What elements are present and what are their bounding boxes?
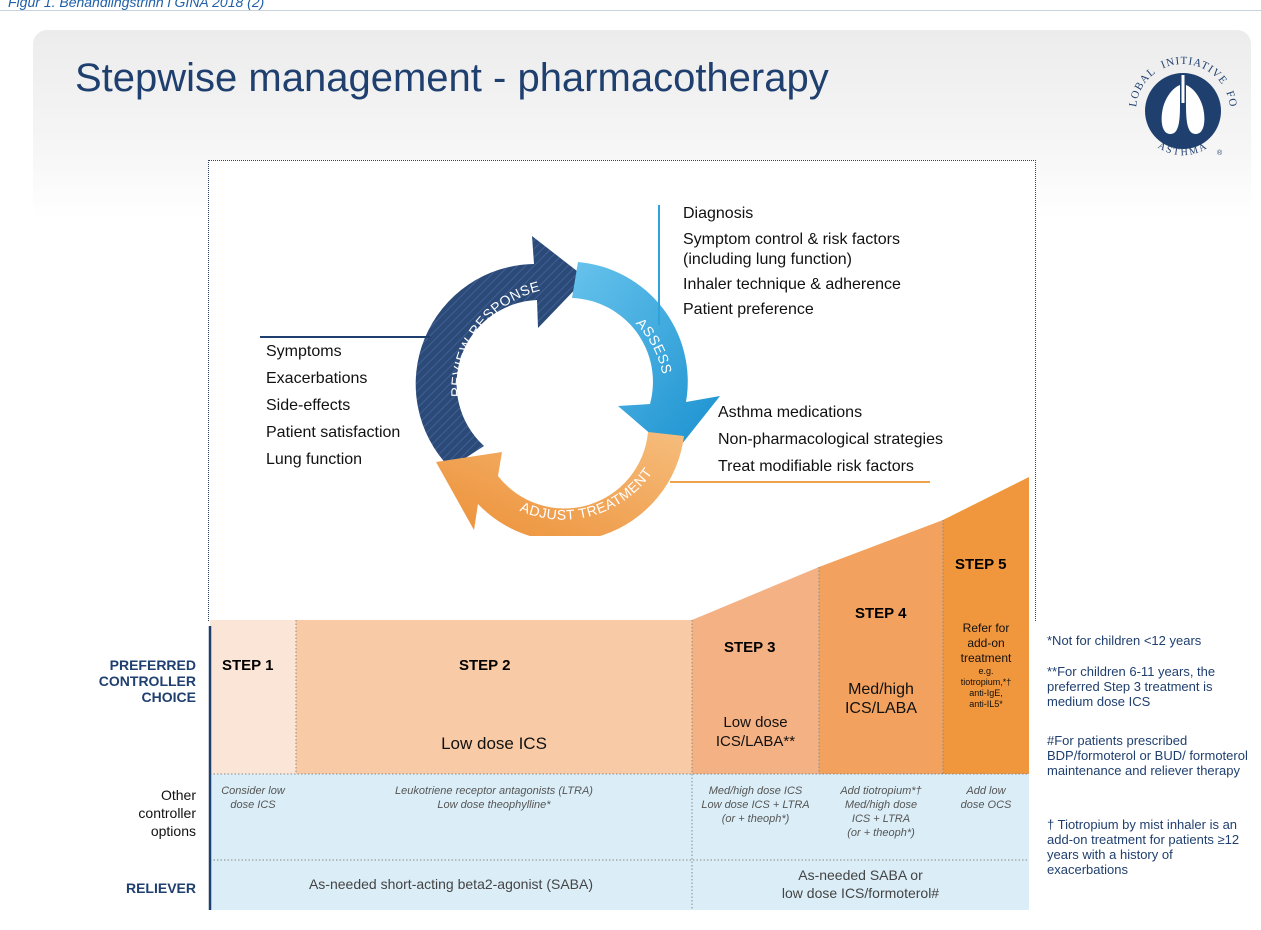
review-item: Lung function	[266, 451, 363, 468]
adjust-item: Asthma medications	[718, 404, 863, 421]
assess-item: Symptom control & risk factors	[683, 231, 900, 248]
step3-fill	[692, 567, 819, 774]
assess-item: Patient preference	[683, 301, 814, 318]
footnote-bdp-formoterol: #For patients prescribed BDP/formoterol …	[1047, 733, 1248, 778]
step4-fill	[819, 520, 943, 774]
adjust-item: Non-pharmacological strategies	[718, 431, 943, 448]
step3-preferred: Low dose ICS/LABA**	[715, 714, 796, 750]
review-item: Exacerbations	[266, 370, 368, 387]
review-item: Patient satisfaction	[266, 424, 401, 441]
step2-heading: STEP 2	[459, 657, 511, 674]
step2-fill	[296, 620, 692, 774]
reliever-saba: As-needed short-acting beta2-agonist (SA…	[308, 876, 594, 892]
review-connector	[260, 336, 430, 338]
adjust-connector	[670, 481, 930, 483]
footnote-not-children: *Not for children <12 years	[1047, 633, 1202, 648]
assess-arrow	[572, 262, 720, 454]
review-list: Symptoms Exacerbations Side-effects Pati…	[266, 338, 400, 473]
divider	[0, 10, 1261, 11]
adjust-treatment-arrow	[436, 432, 684, 536]
reliever-saba-or-ics: As-needed SABA or low dose ICS/formotero…	[781, 867, 940, 901]
row-label-reliever: RELIEVER	[125, 880, 196, 896]
figure-caption: Figur 1. Behandlingstrinn i GINA 2018 (2…	[8, 0, 265, 10]
step5-fill	[943, 477, 1029, 774]
assess-list: Diagnosis Symptom control & risk factors…	[683, 201, 901, 322]
step3-other: Med/high dose ICS Low dose ICS + LTRA (o…	[701, 785, 810, 825]
step1-heading: STEP 1	[222, 657, 274, 674]
step4-other: Add tiotropium*† Med/high dose ICS + LTR…	[840, 785, 922, 839]
footnote-children-6-11: **For children 6-11 years, the preferred…	[1047, 664, 1216, 709]
row-label-preferred: PREFERRED CONTROLLER CHOICE	[98, 657, 196, 705]
step5-heading: STEP 5	[955, 556, 1007, 573]
reliever-fill	[210, 774, 1029, 910]
step1-other: Consider low dose ICS	[221, 785, 285, 811]
review-response-arrow	[415, 236, 586, 468]
adjust-item: Treat modifiable risk factors	[718, 458, 914, 475]
step4-heading: STEP 4	[855, 605, 907, 622]
step5-other: Add low dose OCS	[960, 785, 1012, 811]
management-cycle: REVIEW RESPONSE ASSESS ADJUST TREATMENT	[415, 236, 720, 536]
step2-other: Leukotriene receptor antagonists (LTRA) …	[395, 785, 593, 811]
adjust-list: Asthma medications Non-pharmacological s…	[718, 399, 943, 480]
step1-fill	[210, 620, 296, 774]
step3-heading: STEP 3	[724, 639, 776, 656]
step4-preferred: Med/high ICS/LABA	[844, 681, 918, 717]
gina-logo: GLOBAL INITIATIVE FOR ASTHMA ®	[1118, 45, 1238, 158]
logo-mark: ®	[1217, 149, 1223, 157]
review-item: Side-effects	[266, 397, 351, 414]
assess-item: Diagnosis	[683, 205, 754, 222]
slide-title: Stepwise management - pharmacotherapy	[75, 56, 829, 100]
assess-item: (including lung function)	[683, 251, 852, 268]
assess-item: Inhaler technique & adherence	[683, 276, 901, 293]
step2-preferred: Low dose ICS	[441, 734, 547, 753]
review-item: Symptoms	[266, 343, 342, 360]
row-label-other: Other controller options	[138, 787, 196, 839]
footnote-tiotropium: † Tiotropium by mist inhaler is an add-o…	[1047, 817, 1240, 877]
step5-preferred: Refer for add-on treatment e.g. tiotropi…	[960, 621, 1012, 709]
assess-connector	[658, 205, 660, 325]
